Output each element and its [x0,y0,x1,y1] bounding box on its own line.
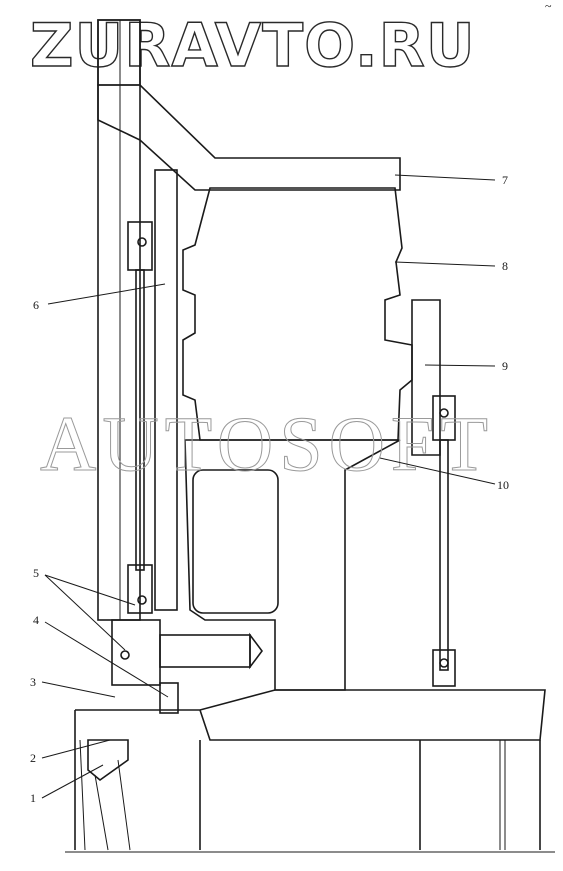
watermark-middle: AUTOSOFT [40,400,494,487]
callout-labels: 7 8 9 10 6 5 4 3 2 1 [30,173,509,805]
callout-8: 8 [502,259,508,273]
part-6-tie-bolt [127,169,178,614]
leader-lines [41,174,496,799]
left-housing-wall [97,19,141,621]
bottom-shaft-flange [65,689,555,853]
callout-5: 5 [33,566,39,580]
upper-diagonal-arm [97,84,401,191]
callout-3: 3 [30,675,36,689]
callout-6: 6 [33,298,39,312]
right-bolt [432,395,456,687]
watermark-top: ZURAVTO.RU [30,11,476,81]
callout-7: 7 [502,173,508,187]
callout-4: 4 [33,613,39,627]
callout-1: 1 [30,791,36,805]
callout-10: 10 [497,478,509,492]
part-1-2-lip-seal [79,739,131,851]
callout-9: 9 [502,359,508,373]
part-4-seal-ring [159,682,179,714]
callout-2: 2 [30,751,36,765]
corner-mark: ~ [545,0,552,13]
part-5-bolt [111,619,263,686]
